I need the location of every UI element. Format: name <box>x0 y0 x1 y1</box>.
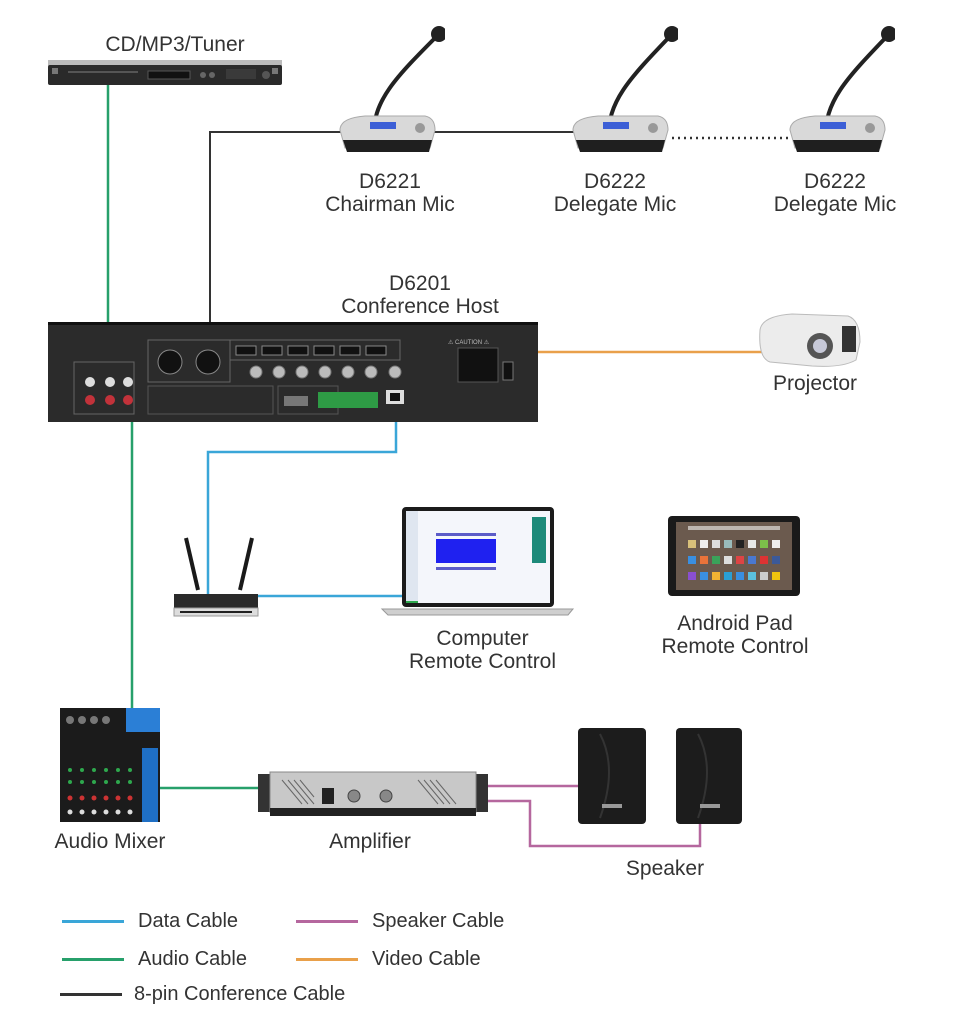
chairman-mic-model: D6221 <box>359 170 421 193</box>
router-device <box>173 537 259 617</box>
legend-label-conference: 8-pin Conference Cable <box>134 983 346 1005</box>
delegate-mic-1-model: D6222 <box>584 170 646 193</box>
legend-label-audio: Audio Cable <box>138 948 247 970</box>
projector-device <box>759 313 861 367</box>
legend-label-video: Video Cable <box>372 948 481 970</box>
legend-swatch-data <box>62 920 124 923</box>
chairman-mic-label: Chairman Mic <box>325 193 455 216</box>
legend-item-video: Video Cable <box>296 948 481 971</box>
legend-swatch-conference <box>60 993 122 996</box>
delegate-mic-2-label: Delegate Mic <box>773 193 897 216</box>
laptop-device <box>380 507 575 616</box>
computer-label-line2: Remote Control <box>408 650 557 673</box>
conference-cable-host-to-chairman <box>209 131 350 322</box>
amplifier-device <box>258 771 488 816</box>
data-cable-host-to-router <box>206 404 398 598</box>
legend-item-conference: 8-pin Conference Cable <box>60 983 345 1006</box>
cd-player-device <box>48 60 282 85</box>
projector-label: Projector <box>772 372 858 395</box>
svg-text:⚠ CAUTION ⚠: ⚠ CAUTION ⚠ <box>448 339 490 346</box>
chairman-mic-icon <box>339 26 445 152</box>
delegate-mic-1-label: Delegate Mic <box>553 193 677 216</box>
audio-mixer-label: Audio Mixer <box>54 830 166 853</box>
legend-swatch-video <box>296 958 358 961</box>
legend-item-data: Data Cable <box>62 910 238 933</box>
legend-swatch-speaker <box>296 920 358 923</box>
speaker-cable-amp-to-speaker-2 <box>483 799 702 848</box>
conference-host-device: ⚠ CAUTION ⚠ <box>48 322 538 422</box>
conference-host-model: D6201 <box>389 272 451 295</box>
legend-item-speaker: Speaker Cable <box>296 910 504 933</box>
legend-label-data: Data Cable <box>138 910 239 932</box>
audio-mixer-device <box>60 708 160 822</box>
android-pad-label-line1: Android Pad <box>677 612 793 635</box>
speaker-1-device <box>578 728 646 824</box>
android-pad-device <box>668 516 800 596</box>
conference-host-label: Conference Host <box>341 295 499 318</box>
amplifier-label: Amplifier <box>329 830 411 853</box>
legend-label-speaker: Speaker Cable <box>372 910 505 932</box>
android-pad-label-line2: Remote Control <box>661 635 809 658</box>
computer-label-line1: Computer <box>436 627 529 650</box>
speaker-2-device <box>676 728 742 824</box>
delegate-mic-1-icon <box>572 26 678 152</box>
delegate-mic-2-icon <box>789 26 895 152</box>
delegate-mic-2-model: D6222 <box>804 170 866 193</box>
cd-player-label: CD/MP3/Tuner <box>105 33 245 56</box>
legend-swatch-audio <box>62 958 124 961</box>
speaker-label: Speaker <box>625 857 705 880</box>
legend-item-audio: Audio Cable <box>62 948 247 971</box>
